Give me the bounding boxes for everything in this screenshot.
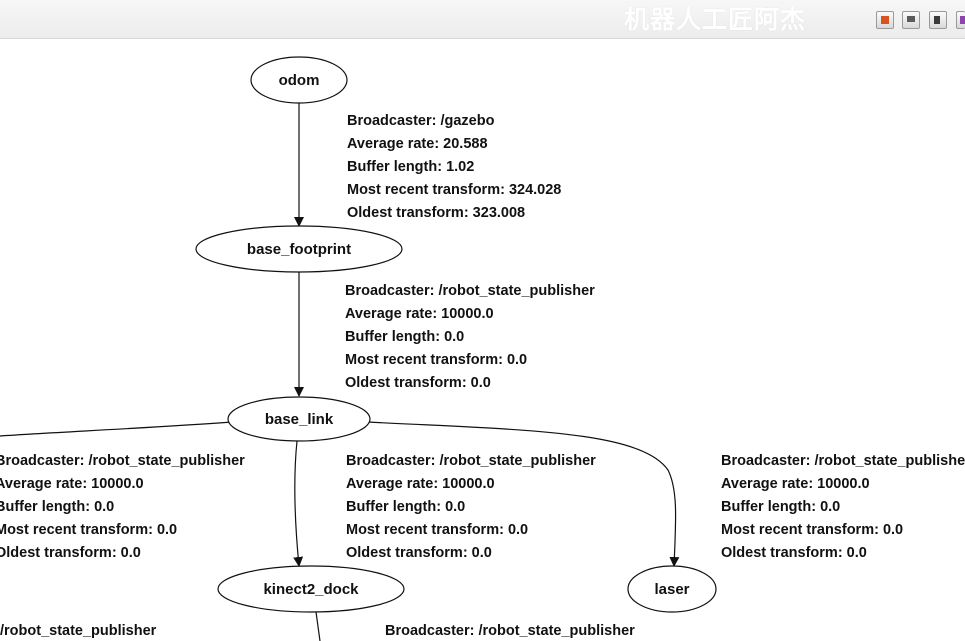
- edge-label-line: Most recent transform: 0.0: [721, 522, 903, 538]
- node-odom[interactable]: odom: [250, 56, 348, 104]
- edge-label-line: Average rate: 10000.0: [346, 476, 495, 492]
- edge-label-line: Most recent transform: 0.0: [345, 352, 527, 368]
- edge-label-base-link-kinect2-dock: Broadcaster: /robot_state_publisher Aver…: [346, 453, 596, 561]
- edge-label-line: Buffer length: 0.0: [0, 499, 114, 515]
- edge-label-kinect2-dock-child: Broadcaster: /robot_state_publisher: [385, 623, 635, 639]
- edge-base-link-left: [0, 421, 233, 437]
- edge-label-line: Buffer length: 1.02: [347, 159, 474, 175]
- node-label-base-link: base_link: [265, 411, 334, 428]
- node-kinect2-dock[interactable]: kinect2_dock: [217, 565, 405, 613]
- edge-label-line: Oldest transform: 0.0: [721, 545, 867, 561]
- title-bar: 机器人工匠阿杰: [0, 0, 965, 39]
- edge-kinect2-dock-child: [315, 611, 321, 641]
- edge-label-line: Oldest transform: 0.0: [345, 375, 491, 391]
- edge-label-odom-base-footprint: Broadcaster: /gazebo Average rate: 20.58…: [347, 113, 561, 221]
- app-icon[interactable]: [956, 11, 965, 29]
- edge-label-line: Broadcaster: /robot_state_publisher: [345, 283, 595, 299]
- chart-icon[interactable]: [876, 11, 894, 29]
- node-base-link[interactable]: base_link: [227, 396, 371, 442]
- edge-label-line: Average rate: 10000.0: [0, 476, 144, 492]
- node-label-kinect2-dock: kinect2_dock: [263, 581, 359, 598]
- edge-label-line: Broadcaster: /robot_state_publisher: [721, 453, 965, 469]
- edge-label-base-link-laser: Broadcaster: /robot_state_publisher Aver…: [721, 453, 965, 561]
- edge-label-line: Most recent transform: 324.028: [347, 182, 561, 198]
- download-icon[interactable]: [929, 11, 947, 29]
- edge-label-line: Average rate: 10000.0: [721, 476, 870, 492]
- edge-label-line: Buffer length: 0.0: [346, 499, 465, 515]
- edge-label-line: /robot_state_publisher: [0, 623, 157, 639]
- edge-label-line: Oldest transform: 323.008: [347, 205, 525, 221]
- edge-label-line: Broadcaster: /robot_state_publisher: [0, 453, 245, 469]
- edge-label-base-footprint-base-link: Broadcaster: /robot_state_publisher Aver…: [345, 283, 595, 391]
- edge-label-line: Average rate: 20.588: [347, 136, 488, 152]
- edge-base-link-kinect2-dock: [293, 440, 304, 567]
- node-label-laser: laser: [654, 581, 689, 598]
- edge-label-line: Oldest transform: 0.0: [0, 545, 141, 561]
- edge-label-line: Oldest transform: 0.0: [346, 545, 492, 561]
- edge-label-line: Most recent transform: 0.0: [0, 522, 177, 538]
- edge-label-line: Buffer length: 0.0: [721, 499, 840, 515]
- node-label-odom: odom: [279, 72, 320, 89]
- node-laser[interactable]: laser: [627, 565, 717, 613]
- edge-label-line: Most recent transform: 0.0: [346, 522, 528, 538]
- edge-label-line: Broadcaster: /robot_state_publisher: [346, 453, 596, 469]
- edge-label-line: Buffer length: 0.0: [345, 329, 464, 345]
- node-label-base-footprint: base_footprint: [247, 241, 351, 258]
- edge-label-base-link-left: Broadcaster: /robot_state_publisher Aver…: [0, 453, 245, 561]
- monitor-icon[interactable]: [902, 11, 920, 29]
- edge-label-line: Average rate: 10000.0: [345, 306, 494, 322]
- node-base-footprint[interactable]: base_footprint: [195, 225, 403, 273]
- edge-label-bottom-left: /robot_state_publisher: [0, 623, 157, 639]
- edge-label-line: Broadcaster: /gazebo: [347, 113, 495, 129]
- edge-label-line: Broadcaster: /robot_state_publisher: [385, 623, 635, 639]
- edge-base-link-laser: [367, 421, 680, 567]
